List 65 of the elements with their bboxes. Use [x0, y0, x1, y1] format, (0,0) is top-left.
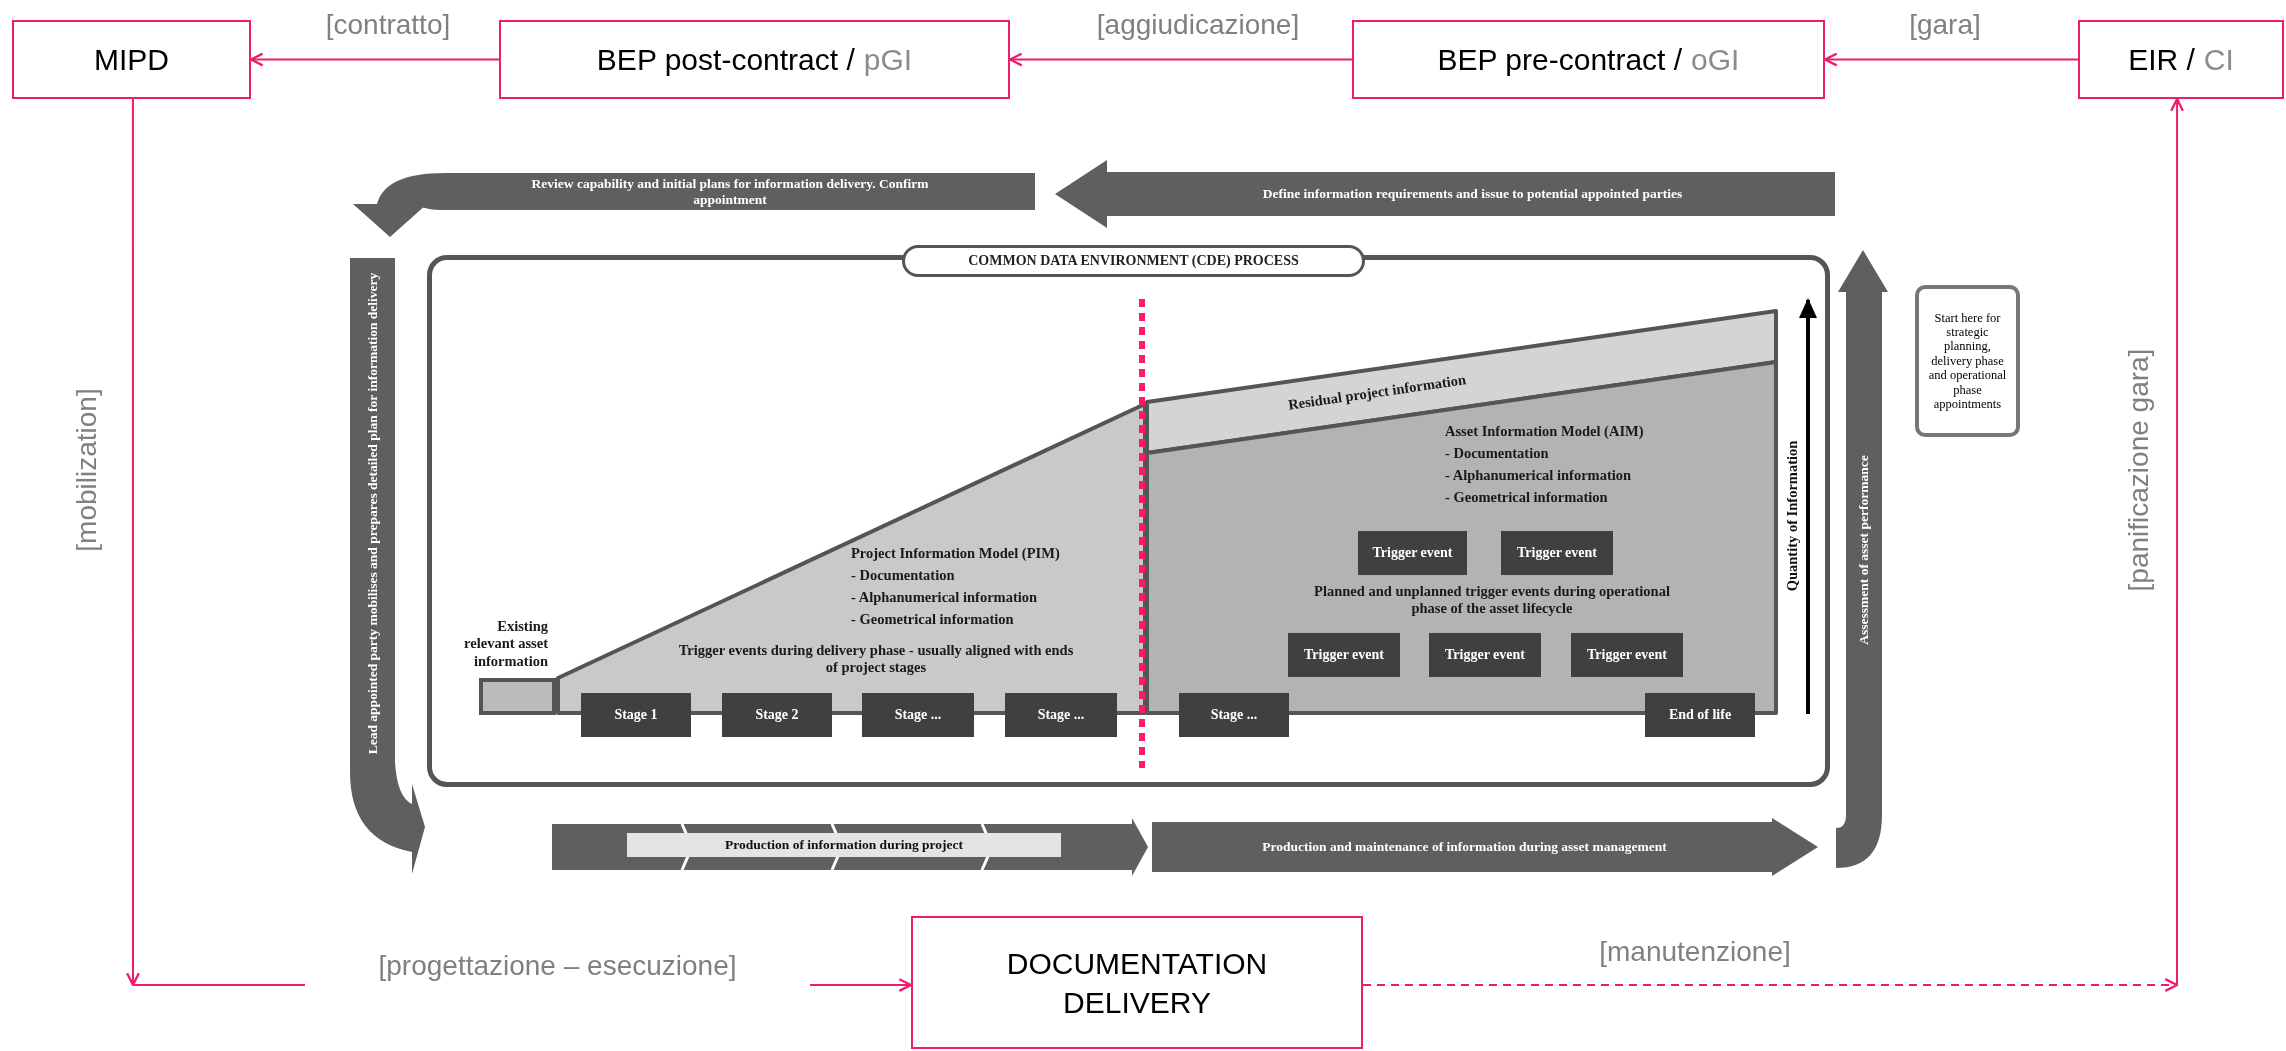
stage-box: [1005, 693, 1117, 737]
note-text: Start here for strategic planning, delivery phase and operational phase appointments: [1927, 310, 2008, 412]
box-label: CI: [2203, 42, 2234, 78]
note-box: [1915, 285, 2020, 437]
box-label: BEP pre-contract /: [1437, 42, 1683, 78]
process-banner: [1152, 818, 1818, 876]
box-label: Stage ...: [1210, 707, 1258, 723]
shape-label: - Alphanumerical information: [851, 587, 1039, 607]
shape-label: Project Information Model (PIM): [851, 543, 1061, 563]
shape-label: Planned and unplanned trigger events during operational phase of the asset lifecycle: [1313, 582, 1671, 618]
box-label: Trigger event: [1587, 647, 1667, 663]
trigger-event-box: [1429, 633, 1541, 677]
shape-label: Review capability and initial plans for information delivery. Confirm appointment: [530, 175, 930, 209]
trigger-event-box: [1571, 633, 1683, 677]
shape-label: - Alphanumerical information: [1445, 465, 1633, 485]
box-label: Trigger event: [1304, 647, 1384, 663]
shape-label: - Documentation: [1445, 443, 1550, 463]
trigger-event-box: [1288, 633, 1400, 677]
trigger-event-box: [1358, 531, 1467, 575]
process-banner: [1836, 250, 1890, 870]
shape-label: Lead appointed party mobilises and prepares detailed plan for information delivery: [363, 271, 381, 757]
process-banner: [552, 818, 1148, 876]
shape-label: Trigger events during delivery phase - usually aligned with ends of project stages: [677, 641, 1075, 677]
shape-label: Production of information during project: [627, 833, 1061, 857]
box-label: Stage ...: [894, 707, 942, 723]
stage-box: [1645, 693, 1755, 737]
document-box: [2078, 20, 2284, 99]
shape-label: Asset Information Model (AIM): [1445, 421, 1645, 441]
asset-information-box: [479, 678, 556, 715]
document-box: [499, 20, 1010, 99]
shape-label: - Geometrical information: [1445, 487, 1609, 507]
axis-label: Quantity of Information: [1782, 439, 1801, 594]
shape-label: Define information requirements and issue to potential appointed parties: [1261, 185, 1684, 204]
caption-text: Existing relevant asset information: [463, 616, 548, 670]
shape-label: - Geometrical information: [851, 609, 1015, 629]
arrow: [1362, 978, 2179, 992]
box-label: BEP post-contract /: [596, 42, 855, 78]
process-banner: [1055, 160, 1835, 228]
box-label: End of life: [1668, 707, 1732, 723]
box-label: Stage 1: [614, 707, 658, 723]
box-label: Trigger event: [1517, 545, 1597, 561]
stage-box: [581, 693, 691, 737]
shape-label: Residual project information: [1286, 369, 1468, 415]
box-label: pGI: [863, 42, 913, 78]
trigger-event-box: [1501, 531, 1613, 575]
arrow: [126, 98, 140, 987]
box-label: oGI: [1691, 42, 1740, 78]
document-box: [911, 916, 1363, 1049]
box-label: DOCUMENTATION DELIVERY: [1005, 945, 1269, 1021]
document-box: [12, 20, 251, 99]
document-box: [1352, 20, 1825, 99]
box-label: MIPD: [94, 42, 169, 78]
shape-label: - Documentation: [851, 565, 956, 585]
shape-label: Production and maintenance of information during asset management: [1261, 838, 1668, 857]
box-label: EIR /: [2128, 42, 2195, 78]
box-label: Trigger event: [1445, 647, 1525, 663]
box-label: Trigger event: [1372, 545, 1453, 561]
arrow: [2170, 97, 2185, 986]
shape-label: Assessment of asset performance: [1855, 454, 1873, 647]
box-label: Stage 2: [755, 707, 799, 723]
frame-title: COMMON DATA ENVIRONMENT (CDE) PROCESS: [902, 245, 1365, 277]
box-label: Stage ...: [1037, 707, 1085, 723]
stage-box: [722, 693, 832, 737]
stage-box: [862, 693, 974, 737]
stage-box: [1179, 693, 1289, 737]
